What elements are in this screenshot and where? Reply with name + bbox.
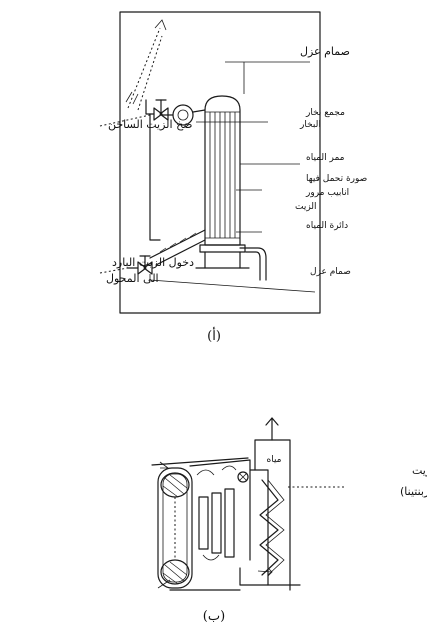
vent-marks <box>125 91 139 105</box>
bottom-valve <box>127 255 153 275</box>
label-water: مياه <box>267 455 282 465</box>
label-cold-oil-inlet-2: الى المحول <box>106 272 159 285</box>
serpentine-coil <box>259 479 279 576</box>
label-tube-line2: انابيب مرور <box>305 188 349 198</box>
label-steam-collector-2: البخار <box>299 120 321 130</box>
figure-a: صمام عزل ضخ الزيت الساخن مجمع بخار البخا… <box>99 11 367 344</box>
label-serpentine: (سربنتينا) <box>400 485 427 498</box>
diagonal-return-pipe <box>149 229 206 266</box>
leader-bottom-valve <box>149 274 316 293</box>
roof-line <box>151 457 249 466</box>
ground-line <box>169 584 301 591</box>
water-column <box>254 417 291 591</box>
left-cylinder <box>157 467 193 589</box>
vent-dashed-line-2 <box>137 35 163 111</box>
label-tube-line3: الزيت <box>295 202 317 212</box>
label-water-feed: ممر المياه <box>306 153 345 163</box>
figure-a-frame <box>119 11 321 314</box>
label-top-valve: صمام عزل <box>300 45 350 58</box>
vent-dashed-line <box>127 27 161 109</box>
label-tube-line1: صورة تحمل فيها <box>306 174 367 184</box>
label-hot-oil-pump: ضخ الزيت الساخن <box>108 118 193 131</box>
label-steam-collector: مجمع بخار <box>305 108 345 118</box>
figure-b-caption: (ب) <box>203 609 225 624</box>
label-water-circuit: دائرة المياه <box>306 221 348 231</box>
figure-a-caption: (أ) <box>207 327 221 344</box>
label-cold-oil-inlet: دخول الزيت البارد <box>112 256 194 269</box>
label-bottom-valve: صمام عزل <box>310 267 351 277</box>
vent-tip <box>154 19 167 31</box>
left-pipe <box>149 113 161 241</box>
heat-exchanger-tank <box>195 95 267 281</box>
leader-cold-oil <box>99 267 129 274</box>
top-valve <box>153 99 169 121</box>
figure-b: مياه مواسير مرور الزيت (سربنتينا) (ب) <box>151 417 427 624</box>
flow-arrows <box>157 461 273 589</box>
radiator-panels <box>198 488 235 558</box>
outer-casing <box>189 459 269 586</box>
valve-symbol <box>237 471 249 483</box>
label-oil-pipes: مواسير مرور الزيت <box>412 464 427 477</box>
